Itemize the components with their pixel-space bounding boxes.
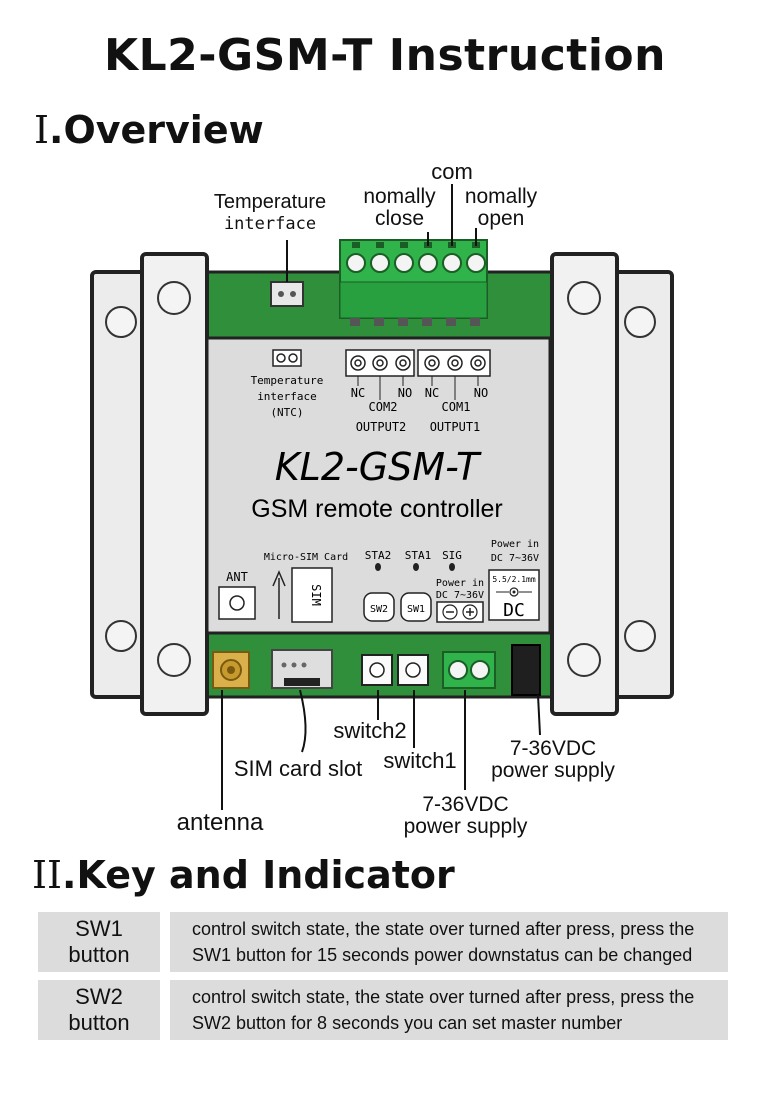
callout-line: nomally [464,185,538,208]
no2-label: NO [398,386,412,400]
output1-label: OUTPUT1 [430,420,481,434]
power-supply-callout-right: 7-36VDC power supply [478,738,628,782]
panel-temp-label-3: (NTC) [270,406,303,419]
sim-card-slot-callout: SIM card slot [233,756,363,781]
key-name-line: SW1 [75,916,123,941]
callout-line: power supply [403,815,528,838]
temperature-connector [270,281,304,307]
sim-card-icon [291,567,333,623]
sta2-label: STA2 [365,549,392,562]
no1-label: NO [474,386,488,400]
power-supply-callout-center: 7-36VDC power supply [388,794,543,838]
device-diagram: Temperature interface (NTC) NC NO NC NO … [90,184,674,810]
key-desc-sw1: control switch state, the state over tur… [170,912,728,972]
callout-line: 7-36VDC [422,793,509,816]
key-name-line: button [68,942,130,967]
power-in-label-upper-1: Power in [491,539,539,550]
ant-label: ANT [226,570,248,584]
section-numeral: I [34,108,50,152]
right-bracket [550,252,619,716]
key-row-sw2: SW2 button control switch state, the sta… [38,980,728,1040]
callout-line: Temperature [213,191,327,213]
panel-sw1-label: SW1 [407,604,425,615]
key-desc-line: control switch state, the state over tur… [192,919,695,939]
key-name-line: SW2 [75,984,123,1009]
normally-open-callout: nomally open [456,186,546,230]
section-key-indicator-heading: II.Key and Indicator [32,853,455,897]
sim-card-text: SIM [309,584,323,606]
sim-arrow-icon [272,570,286,619]
panel-temp-label-1: Temperature [251,374,324,387]
com-callout: com [431,159,473,184]
sta2-led-icon [375,563,381,571]
switch1-callout: switch1 [383,748,457,773]
nc2-label: NC [351,386,365,400]
panel-sw2-label: SW2 [370,604,388,615]
key-desc-sw2: control switch state, the state over tur… [170,980,728,1040]
power-in-label-lower-1: Power in [436,578,484,589]
key-name-sw2: SW2 button [38,980,160,1040]
key-name-sw1: SW1 button [38,912,160,972]
dc-jack-icon [488,569,540,621]
power-in-label-lower-2: DC 7~36V [436,590,484,601]
key-row-sw1: SW1 button control switch state, the sta… [38,912,728,972]
ant-icon [218,586,256,620]
sta1-led-icon [413,563,419,571]
section-label: .Overview [49,108,264,152]
panel-sw2-icon [363,592,395,622]
key-desc-line: SW2 button for 8 seconds you can set mas… [192,1013,623,1033]
key-desc-line: SW1 button for 15 seconds power downstat… [192,945,693,965]
micro-sim-label: Micro-SIM Card [264,552,348,563]
callout-line: interface [223,214,317,234]
power-in-label-upper-2: DC 7~36V [491,553,539,564]
section-label: .Key and Indicator [62,853,455,897]
callout-line: close [374,207,425,230]
sig-label: SIG [442,549,462,562]
switch2-callout: switch2 [333,718,407,743]
temperature-interface-callout: Temperature interface [200,191,340,235]
page-title: KL2-GSM-T Instruction [104,30,666,81]
callout-line: power supply [491,759,615,782]
normally-close-callout: nomally close [352,186,447,230]
key-desc-line: control switch state, the state over tur… [192,987,695,1007]
plug-size-label: 5.5/2.1mm [492,575,536,584]
com1-label: COM1 [442,400,471,414]
antenna-callout: antenna [176,809,264,836]
panel-model-name: KL2-GSM-T [275,445,482,489]
callout-line: 7-36VDC [509,737,597,760]
sig-led-icon [449,563,455,571]
sta1-label: STA1 [405,549,432,562]
com2-label: COM2 [369,400,398,414]
panel-subtitle: GSM remote controller [251,495,502,523]
dc-power-jack [511,644,541,696]
section-overview-heading: I.Overview [34,108,264,152]
section-numeral: II [32,853,63,897]
polarity-icon [436,601,484,623]
key-name-line: button [68,1010,130,1035]
panel-sw1-icon [400,592,432,622]
nc1-label: NC [425,386,439,400]
dc-label: DC [503,600,525,621]
callout-line: nomally [363,185,436,208]
output2-label: OUTPUT2 [356,420,407,434]
callout-line: open [477,207,525,230]
panel-temp-label-2: interface [257,390,317,403]
